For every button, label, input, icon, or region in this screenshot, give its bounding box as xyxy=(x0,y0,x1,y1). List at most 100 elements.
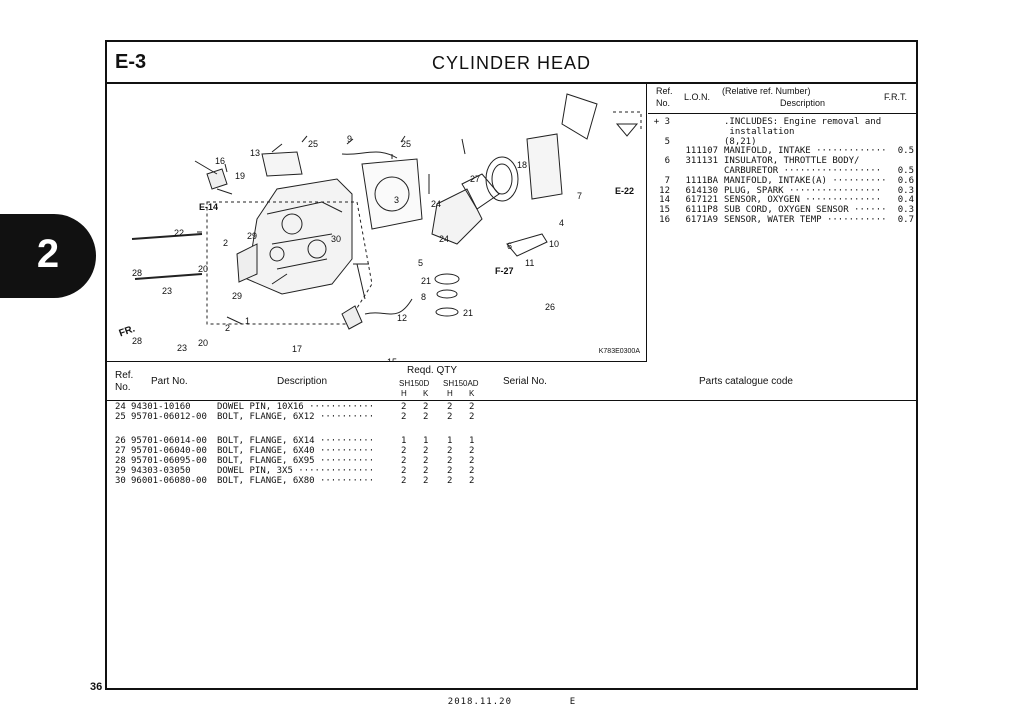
qty-cell: 2 xyxy=(447,456,453,466)
group-spacer xyxy=(107,422,916,436)
k-header: K xyxy=(423,389,429,398)
description-cell: INSULATOR, THROTTLE BODY/ xyxy=(724,156,860,167)
chapter-number: 2 xyxy=(36,232,60,276)
qty-cell: 1 xyxy=(469,436,475,446)
qty-cell: 2 xyxy=(401,466,407,476)
qty-cell: 2 xyxy=(447,466,453,476)
qty-cell: 1 xyxy=(401,436,407,446)
callout: 5 xyxy=(418,258,423,268)
chapter-tab xyxy=(0,214,96,298)
callout: 21 xyxy=(463,308,473,318)
description-header: Description xyxy=(780,98,826,108)
ref-cell: 14 xyxy=(659,195,670,206)
description-cell: SENSOR, OXYGEN ·············· xyxy=(724,195,882,206)
frt-cell: 0.6 xyxy=(897,175,914,186)
callout: 10 xyxy=(549,239,559,249)
ref-table-row: installation xyxy=(648,127,916,138)
callout: E-22 xyxy=(615,186,634,196)
callout: 30 xyxy=(331,234,341,244)
part-no-header: Part No. xyxy=(151,376,188,387)
callout: 20 xyxy=(198,264,208,274)
part-number-cell: 94301-10160 xyxy=(131,402,191,412)
parts-table-header: Ref. No. Part No. Description Reqd. QTY … xyxy=(107,363,916,401)
no-header: No. xyxy=(656,98,671,108)
qty-cell: 2 xyxy=(401,456,407,466)
lon-cell: 311131 xyxy=(685,156,718,167)
ref-cell: + 3 xyxy=(653,117,670,127)
qty-cell: 2 xyxy=(469,446,475,456)
description-cell: MANIFOLD, INTAKE(A) ·········· xyxy=(724,175,887,186)
ref-cell: 26 xyxy=(115,436,126,446)
callout: 1 xyxy=(245,316,250,326)
callout: 26 xyxy=(545,302,555,312)
callout: 27 xyxy=(470,174,480,184)
footer-edition: E xyxy=(569,697,577,707)
lon-cell: 617121 xyxy=(685,195,718,206)
ref-table-row: + 3.INCLUDES: Engine removal and xyxy=(648,117,916,128)
catalogue-page-frame: E-3 CYLINDER HEAD xyxy=(105,40,918,690)
ref-cell: 30 xyxy=(115,476,126,486)
qty-cell: 2 xyxy=(447,476,453,486)
cylinder-head-gasket xyxy=(361,158,423,230)
description-cell: BOLT, FLANGE, 6X80 ·········· xyxy=(217,476,375,486)
qty-cell: 2 xyxy=(447,446,453,456)
ref-cell: 12 xyxy=(659,185,670,196)
description-cell: PLUG, SPARK ················· xyxy=(724,185,882,196)
callout: 12 xyxy=(397,313,407,323)
callout: 11 xyxy=(525,258,534,268)
callout: 28 xyxy=(132,268,142,278)
ref-table-row: 6 311131 INSULATOR, THROTTLE BODY/ xyxy=(648,156,916,167)
lon-header: L.O.N. xyxy=(684,92,711,102)
qty-cell: 2 xyxy=(469,476,475,486)
ref-cell: 28 xyxy=(115,456,126,466)
ref-table-row: 5(8,21) xyxy=(648,137,916,148)
lon-cell: 6171A9 xyxy=(685,214,718,225)
callout: 23 xyxy=(162,286,172,296)
qty-cell: 2 xyxy=(423,456,429,466)
page-number: 36 xyxy=(90,681,103,693)
qty-cell: 2 xyxy=(423,466,429,476)
description-cell: MANIFOLD, INTAKE ············· xyxy=(724,146,887,157)
lon-cell: 6111P8 xyxy=(685,205,718,216)
section-code: E-3 xyxy=(115,51,147,73)
frt-header: F.R.T. xyxy=(884,92,908,102)
qty-cell: 2 xyxy=(401,402,407,412)
cylinder-head-drawing: 1 2 2 3 4 5 6 7 8 9 10 11 12 13 14 15 16… xyxy=(131,93,642,362)
callout: 3 xyxy=(394,195,399,205)
qty-cell: 2 xyxy=(423,402,429,412)
ref-header: Ref. xyxy=(115,370,134,381)
model-sh150ad-header: SH150AD xyxy=(443,379,479,388)
callout: 28 xyxy=(132,336,142,346)
ref-cell: 6 xyxy=(664,156,670,167)
description-header: Description xyxy=(277,376,328,387)
callout: 23 xyxy=(177,343,187,353)
callout: 7 xyxy=(577,191,582,201)
part-number-cell: 95701-06012-00 xyxy=(131,412,207,422)
exploded-diagram: 1 2 2 3 4 5 6 7 8 9 10 11 12 13 14 15 16… xyxy=(107,84,647,362)
footer-date: 2018.11.20 xyxy=(447,697,512,707)
callout: 24 xyxy=(431,199,441,209)
qty-cell: 2 xyxy=(447,402,453,412)
qty-cell: 2 xyxy=(401,446,407,456)
title-row: E-3 CYLINDER HEAD xyxy=(107,42,916,84)
reqd-qty-header: Reqd. QTY xyxy=(407,365,458,376)
callout: 18 xyxy=(517,160,527,170)
part-number-cell: 95701-06095-00 xyxy=(131,456,207,466)
no-header: No. xyxy=(115,382,131,393)
serial-no-header: Serial No. xyxy=(503,376,547,387)
qty-cell: 2 xyxy=(469,412,475,422)
h-header: H xyxy=(401,389,407,398)
model-sh150d-header: SH150D xyxy=(399,379,430,388)
ref-header: Ref. xyxy=(656,86,673,96)
frt-cell: 0.5 xyxy=(897,165,914,176)
description-cell: DOWEL PIN, 10X16 ············ xyxy=(217,402,375,412)
catalogue-code-header: Parts catalogue code xyxy=(699,376,793,387)
ref-cell: 15 xyxy=(659,205,670,216)
page-footer: 2018.11.20 E xyxy=(0,697,1024,707)
